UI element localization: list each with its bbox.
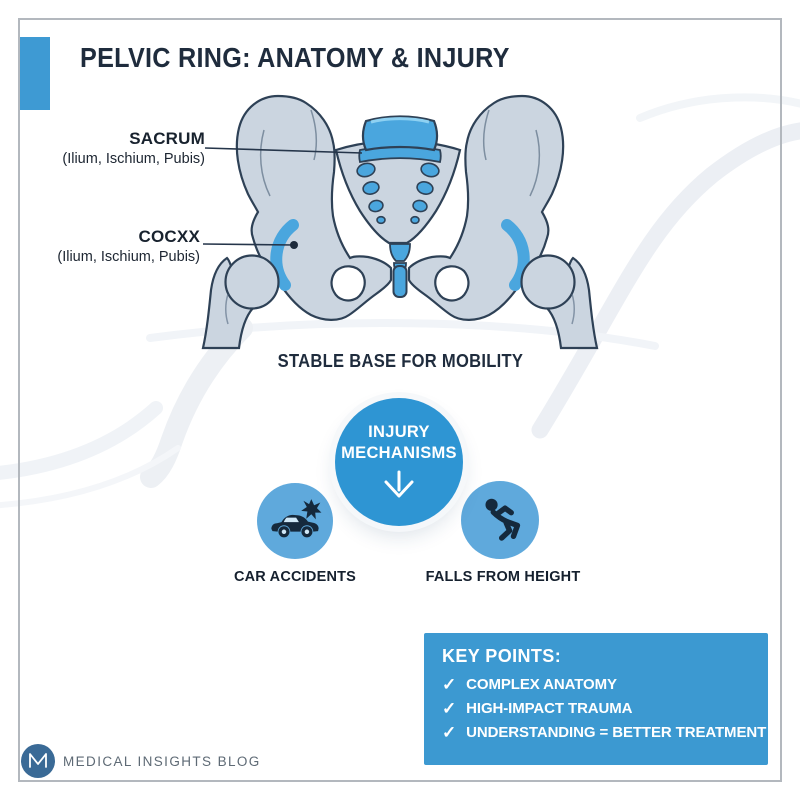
outer-frame-border	[18, 18, 782, 782]
key-point-text: HIGH-IMPACT TRAUMA	[466, 700, 633, 717]
car-accidents-circle	[257, 483, 333, 559]
medical-insights-monogram	[21, 744, 55, 778]
hub-line2: MECHANISMS	[341, 443, 457, 462]
coccyx-label-name: COCXX	[138, 227, 200, 246]
hub-line1: INJURY	[368, 422, 430, 441]
key-point-text: UNDERSTANDING = BETTER TREATMENT	[466, 724, 767, 741]
coccyx-label: COCXX (Ilium, Ischium, Pubis)	[20, 227, 200, 265]
footer-brand-text: MEDICAL INSIGHTS BLOG	[63, 754, 261, 769]
down-arrow-icon	[384, 470, 414, 498]
stability-caption: STABLE BASE FOR MOBILITY	[277, 351, 523, 371]
sacrum-label-sub: (Ilium, Ischium, Pubis)	[62, 151, 205, 167]
falls-from-height-label: FALLS FROM HEIGHT	[425, 569, 581, 585]
key-point-item: ✓ HIGH-IMPACT TRAUMA	[442, 700, 756, 717]
checkmark-icon: ✓	[442, 675, 457, 694]
pelvis-illustration	[190, 90, 610, 350]
sacrum-label-name: SACRUM	[129, 129, 205, 148]
key-points-box: KEY POINTS: ✓ COMPLEX ANATOMY ✓ HIGH-IMP…	[424, 633, 768, 765]
title-accent-bar	[20, 37, 50, 110]
injury-mechanisms-hub: INJURY MECHANISMS	[335, 398, 463, 526]
falls-from-height-circle	[461, 481, 539, 559]
sacrum-leader-line	[204, 147, 363, 154]
checkmark-icon: ✓	[442, 699, 457, 718]
sacrum-label: SACRUM (Ilium, Ischium, Pubis)	[20, 129, 205, 167]
coccyx-leader-line	[202, 241, 298, 249]
checkmark-icon: ✓	[442, 723, 457, 742]
car-accidents-label: CAR ACCIDENTS	[233, 569, 357, 585]
key-point-item: ✓ COMPLEX ANATOMY	[442, 676, 756, 693]
key-points-heading: KEY POINTS:	[442, 646, 562, 666]
page-title: PELVIC RING: ANATOMY & INJURY	[80, 42, 510, 73]
key-point-text: COMPLEX ANATOMY	[466, 676, 617, 693]
coccyx-label-sub: (Ilium, Ischium, Pubis)	[57, 249, 200, 265]
logo-m-icon	[29, 753, 47, 768]
car-crash-icon	[271, 499, 322, 538]
falling-person-icon	[485, 498, 521, 541]
key-point-item: ✓ UNDERSTANDING = BETTER TREATMENT	[442, 723, 766, 742]
